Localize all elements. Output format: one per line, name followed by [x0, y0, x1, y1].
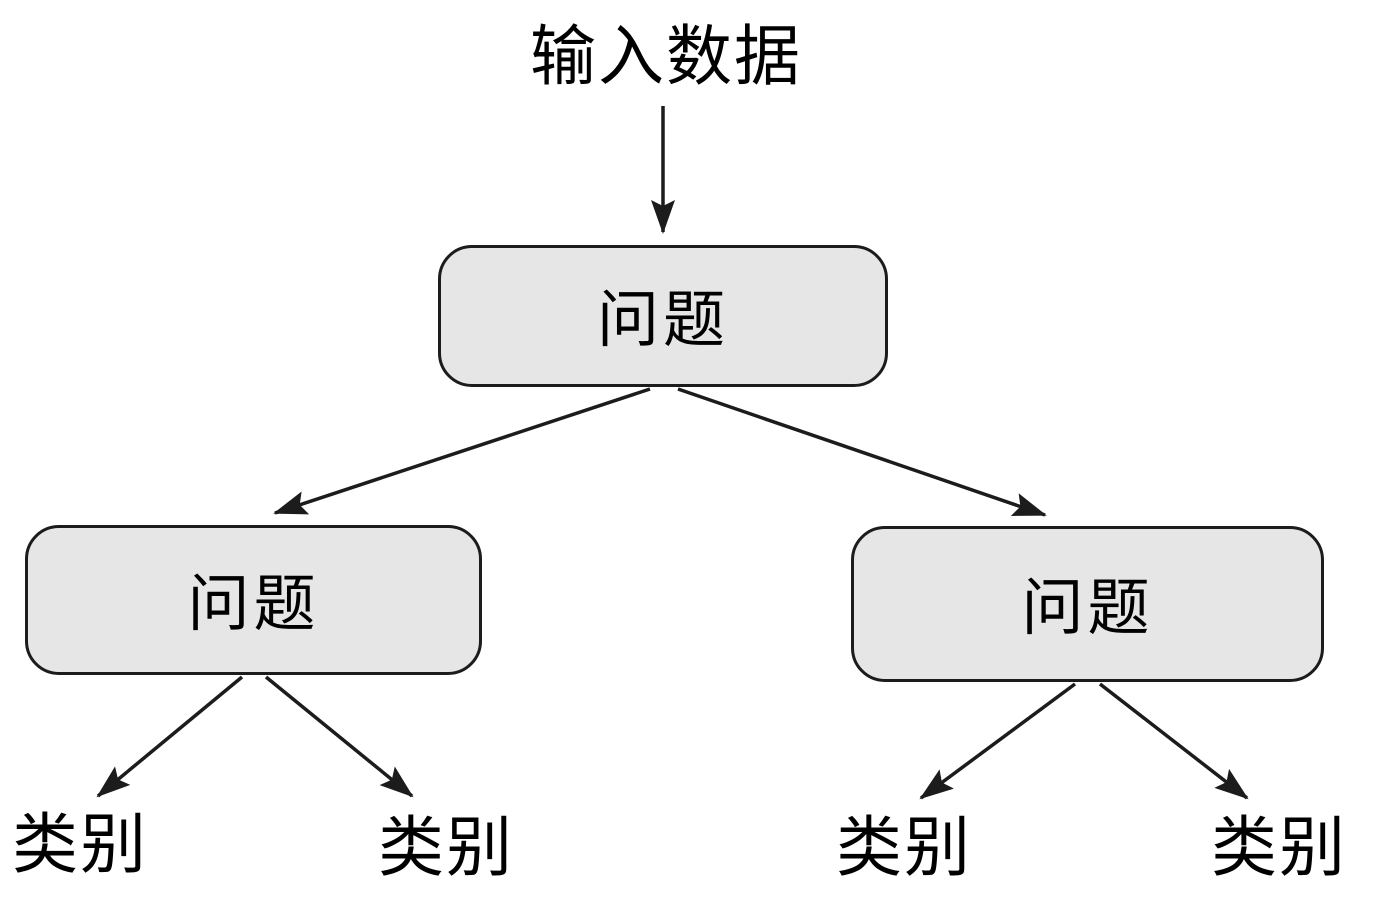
category-right-2-label: 类别: [1211, 809, 1347, 886]
category-left-2-label: 类别: [378, 809, 514, 886]
question-root-label: 问题: [596, 283, 729, 356]
edge-right-to-category-3: [919, 682, 1077, 800]
category-right-1-label: 类别: [836, 809, 972, 886]
question-left-label: 问题: [187, 567, 320, 640]
question-right-label: 问题: [1021, 571, 1154, 644]
node-question-right: 问题: [851, 526, 1324, 682]
node-category-right-1: 类别: [836, 815, 972, 881]
edge-root-to-right: [677, 387, 1047, 517]
node-category-left-1: 类别: [12, 812, 148, 878]
edge-root-to-left: [273, 387, 651, 515]
edge-left-to-category-2: [264, 675, 414, 798]
node-input-data: 输入数据: [530, 24, 802, 90]
edge-left-to-category-1: [96, 675, 244, 798]
node-question-root: 问题: [438, 245, 888, 387]
edge-right-to-category-4: [1098, 682, 1249, 800]
node-category-right-2: 类别: [1211, 815, 1347, 881]
node-category-left-2: 类别: [378, 815, 514, 881]
node-question-left: 问题: [25, 525, 482, 675]
input-data-label: 输入数据: [530, 18, 802, 95]
category-left-1-label: 类别: [12, 806, 148, 883]
